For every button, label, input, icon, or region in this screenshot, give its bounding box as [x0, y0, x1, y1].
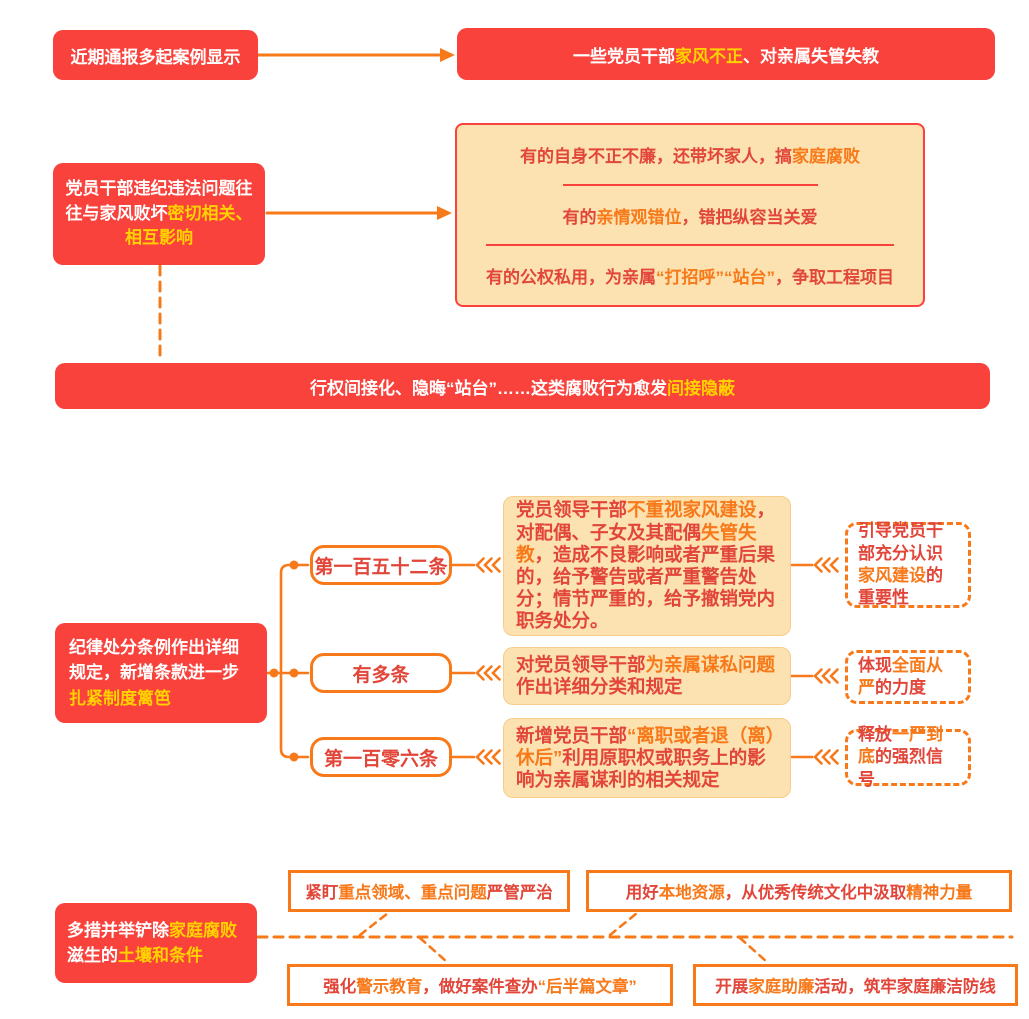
examples-panel: 有的自身不正不廉，还带坏家人，搞家庭腐败 有的亲情观错位，错把纵容当关爱 有的公… [455, 123, 925, 307]
measure-box-education: 强化警示教育，做好案件查办“后半篇文章” [287, 964, 673, 1006]
regulation-intro-box: 纪律处分条例作出详细规定，新增条款进一步扎紧制度篱笆 [55, 623, 267, 723]
arrow-right-icon [265, 206, 452, 220]
example-row: 有的亲情观错位，错把纵容当关爱 [562, 183, 818, 245]
article-node-152: 第一百五十二条 [310, 545, 452, 585]
example-row: 有的公权私用，为亲属“打招呼”“站台”，争取工程项目 [486, 244, 894, 305]
example-row: 有的自身不正不廉，还带坏家人，搞家庭腐败 [520, 146, 860, 166]
article-significance-152: 引导党员干部充分认识家风建设的重要性 [845, 521, 971, 608]
measure-box-culture: 用好本地资源，从优秀传统文化中汲取精神力量 [586, 870, 1012, 912]
case-trigger-box: 近期通报多起案例显示 [53, 30, 258, 80]
article-node-multiple: 有多条 [310, 653, 452, 693]
article-content-152: 党员领导干部不重视家风建设，对配偶、子女及其配偶失管失教，造成不良影响或者严重后… [503, 496, 791, 636]
chevron-arrow-icon [450, 665, 501, 681]
correlation-box: 党员干部违纪违法问题往往与家风败坏密切相关、相互影响 [53, 163, 265, 265]
chevron-arrow-icon [790, 668, 839, 684]
article-significance-multiple: 体现全面从严的力度 [845, 650, 971, 704]
chevron-arrow-icon [790, 749, 839, 765]
dashed-spine-connector [256, 911, 1014, 964]
measures-intro-box: 多措并举铲除家庭腐败滋生的土壤和条件 [55, 903, 257, 983]
arrow-right-icon [256, 48, 455, 62]
chevron-arrow-icon [450, 557, 501, 573]
measure-box-family-integrity: 开展家庭助廉活动，筑牢家庭廉洁防线 [693, 964, 1018, 1006]
trend-banner: 行权间接化、隐晦“站台”……这类腐败行为愈发间接隐蔽 [55, 363, 990, 409]
article-node-106: 第一百零六条 [310, 737, 452, 777]
article-significance-106: 释放一严到底的强烈信号 [845, 725, 971, 789]
article-content-106: 新增党员干部“离职或者退（离）休后”利用原职权或职务上的影响为亲属谋利的相关规定 [503, 718, 791, 798]
chevron-arrow-icon [790, 557, 839, 573]
tree-connector [265, 560, 310, 762]
case-finding-box: 一些党员干部家风不正、对亲属失管失教 [457, 28, 995, 80]
measure-box-supervision: 紧盯重点领域、重点问题严管严治 [288, 870, 570, 912]
article-content-multiple: 对党员领导干部为亲属谋私问题作出详细分类和规定 [503, 647, 791, 705]
chevron-arrow-icon [450, 749, 501, 765]
